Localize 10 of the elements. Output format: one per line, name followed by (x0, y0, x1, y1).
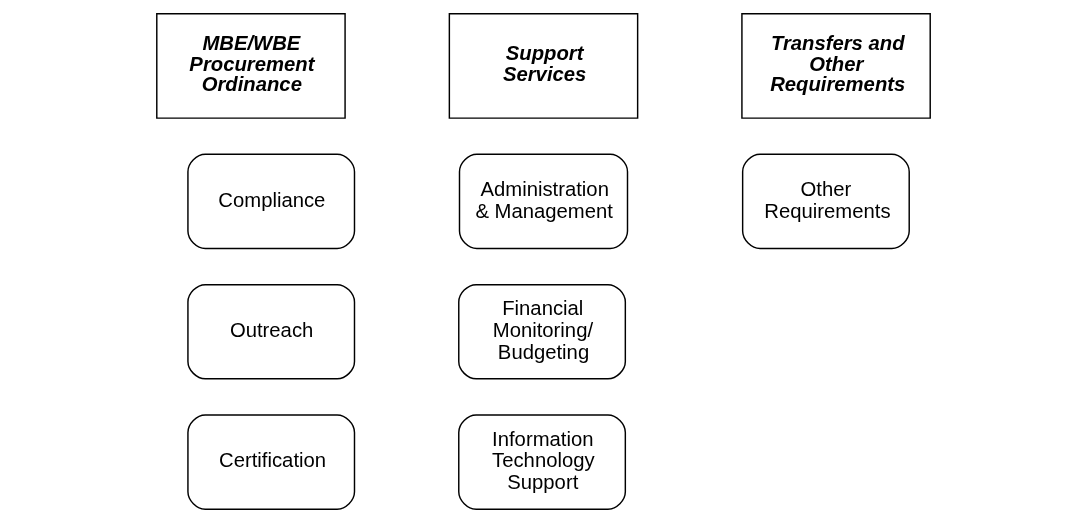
node-box: Transfers and Other Requirements (741, 13, 931, 119)
node-box: Certification (187, 414, 356, 510)
node-box: Support Services (448, 13, 639, 119)
node-box: Administration & Management (458, 153, 629, 250)
node-box: Financial Monitoring/ Budgeting (458, 283, 627, 380)
node-box: Other Requirements (741, 153, 910, 250)
node-box: Compliance (187, 153, 356, 250)
node-box: Information Technology Support (458, 414, 627, 510)
node-box: MBE/WBE Procurement Ordinance (156, 13, 346, 119)
node-box: Outreach (187, 283, 356, 380)
